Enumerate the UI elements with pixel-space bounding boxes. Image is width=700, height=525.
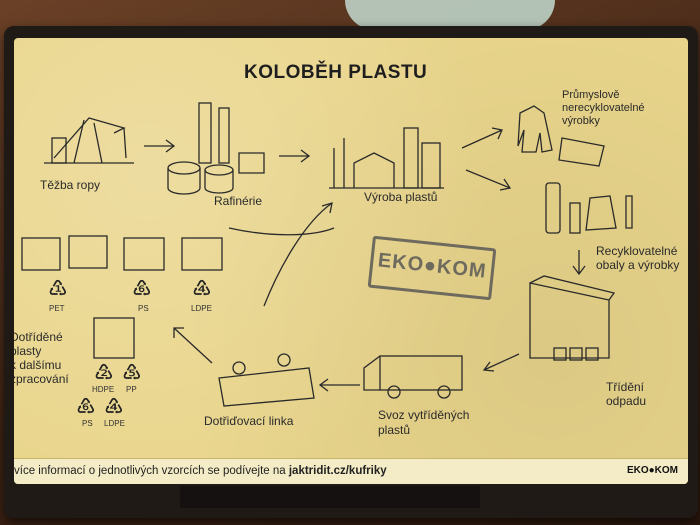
factory-drawing [329, 127, 444, 189]
poster-title: KOLOBĚH PLASTU [244, 62, 428, 83]
recycle-icon: ♳ [48, 276, 68, 301]
recycle-icon: ♶ [192, 276, 212, 301]
oil-pump-drawing [44, 117, 134, 164]
recycle-icon: ♸ [76, 394, 96, 419]
arrow-icon [572, 250, 586, 276]
footer-link[interactable]: jaktridit.cz/kufriky [288, 465, 387, 477]
bottles-drawing [545, 182, 633, 234]
arrow-icon [482, 353, 520, 372]
recycle-code-label: HDPE [92, 385, 115, 394]
arrow-icon [144, 139, 176, 153]
recycle-code-label: PP [126, 385, 137, 394]
recycle-code-label: PS [138, 304, 149, 313]
jacket-drawing [517, 105, 605, 167]
arrow-icon [279, 149, 311, 163]
label-refinery: Rafinérie [214, 194, 263, 208]
plastic-cycle-poster: KOLOBĚH PLASTU [14, 38, 688, 484]
label-collection-2: plastů [378, 423, 411, 437]
label-industrial-3: výrobky [562, 115, 600, 127]
recycle-code-label: PS [82, 419, 93, 428]
refinery-drawing [167, 102, 265, 195]
recycle-icon: ♴ [94, 360, 114, 385]
label-industrial-2: nerecyklovatelné [562, 102, 645, 114]
ekokom-stamp-text: EKO●KOM [376, 249, 488, 283]
garbage-truck-drawing [363, 355, 463, 399]
plates-background [345, 0, 555, 30]
arrow-icon [461, 127, 503, 149]
label-industrial-1: Průmyslově [562, 89, 620, 101]
footer-text-before: více informací o jednotlivých vzorcích s… [14, 465, 289, 477]
footer-text: více informací o jednotlivých vzorcích s… [14, 465, 387, 477]
recycle-code-label: PET [49, 304, 65, 313]
arrow-icon [465, 169, 512, 191]
footer-ekokom-logo: EKO●KOM [626, 465, 678, 476]
illustrations [21, 102, 633, 407]
recycle-code-label: LDPE [191, 304, 212, 313]
recycle-icon: ♷ [122, 360, 142, 385]
label-sorted-3: k dalšímu [14, 358, 62, 372]
arrow-icon [318, 378, 360, 392]
arrow-icon [173, 327, 213, 364]
label-sorted-2: plasty [14, 344, 42, 358]
label-collection-1: Svoz vytříděných [378, 408, 470, 422]
recycle-icon: ♶ [104, 394, 124, 419]
recycle-icon: ♸ [132, 276, 152, 301]
case-stand [180, 486, 480, 508]
label-sorting-line: Dotřiďovací linka [204, 414, 294, 428]
label-recyclable-2: obaly a výrobky [596, 258, 680, 272]
bales-drawing [21, 235, 223, 359]
sorting-line-drawing [218, 353, 315, 407]
sorting-bins-drawing [529, 275, 616, 361]
label-sorting-1: Třídění [606, 380, 645, 394]
label-sorting-2: odpadu [606, 394, 647, 408]
curved-arrow-icon [263, 202, 333, 307]
label-recyclable-1: Recyklovatelné [596, 244, 678, 258]
label-plastic-production: Výroba plastů [364, 190, 438, 204]
poster-footer: více informací o jednotlivých vzorcích s… [14, 458, 688, 484]
label-sorted-1: Dotříděné [14, 330, 63, 344]
label-sorted-4: zpracování [14, 372, 69, 386]
recycle-code-label: LDPE [104, 419, 125, 428]
label-oil-extraction: Těžba ropy [40, 178, 101, 192]
